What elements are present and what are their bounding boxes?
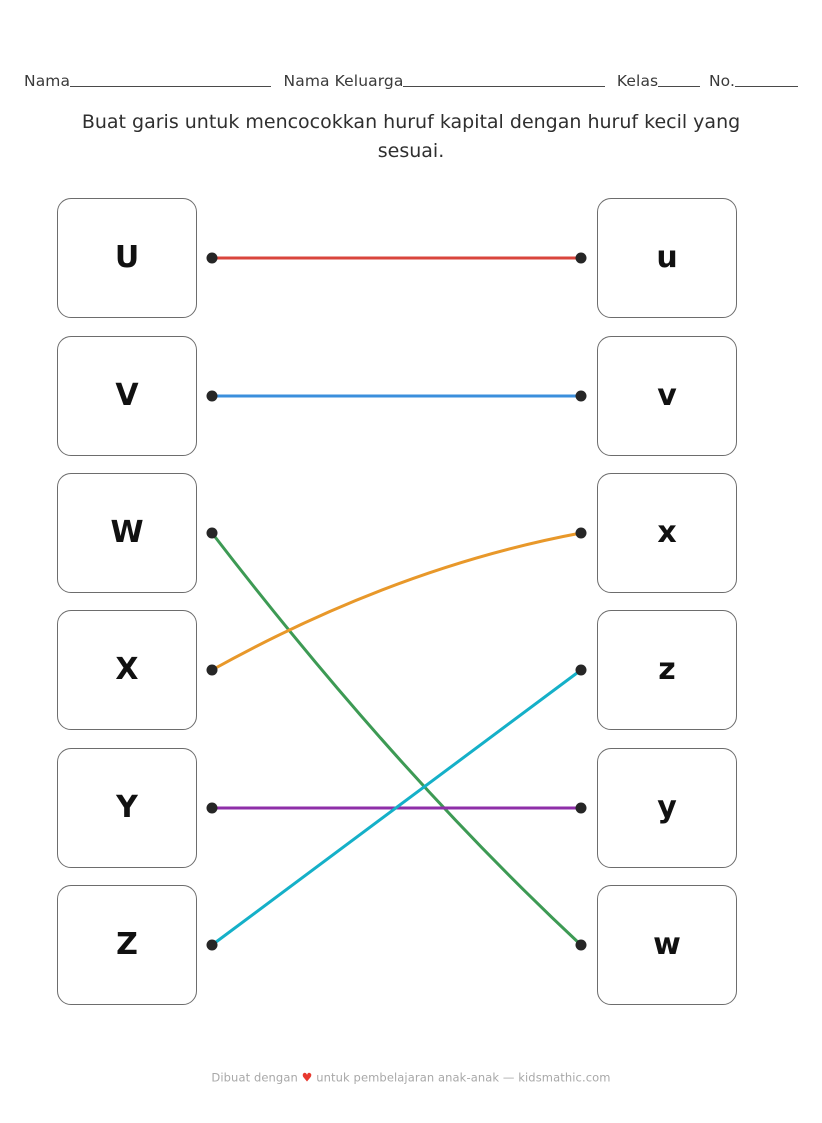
footer-prefix: Dibuat dengan [211, 1070, 298, 1085]
connector-dot-start-2[interactable] [206, 527, 218, 539]
connector-dot-end-3[interactable] [575, 527, 587, 539]
connector-dot-start-4[interactable] [206, 802, 218, 814]
footer-suffix: untuk pembelajaran anak-anak — kidsmathi… [316, 1070, 611, 1085]
kelas-label: Kelas [616, 71, 659, 90]
right-letter-2: x [657, 515, 677, 550]
nama-write-line[interactable] [70, 85, 272, 87]
no-write-line[interactable] [735, 85, 798, 87]
connector-dot-end-2[interactable] [575, 939, 587, 951]
right-letter-3: z [658, 652, 676, 687]
right-letter-box-5[interactable]: w [597, 885, 737, 1005]
right-letter-5: w [653, 927, 681, 962]
heart-icon: ♥ [301, 1070, 313, 1085]
left-letter-box-4[interactable]: Y [57, 748, 197, 868]
right-letter-0: u [656, 240, 678, 275]
no-label: No. [708, 71, 736, 90]
left-letter-box-5[interactable]: Z [57, 885, 197, 1005]
connector-line-z-to-z[interactable] [210, 668, 583, 947]
left-letter-5: Z [116, 927, 138, 962]
right-letter-box-3[interactable]: z [597, 610, 737, 730]
connector-dot-start-0[interactable] [206, 252, 218, 264]
connector-dot-end-5[interactable] [575, 664, 587, 676]
left-letter-3: X [115, 652, 139, 687]
right-letter-1: v [657, 378, 677, 413]
left-letter-box-3[interactable]: X [57, 610, 197, 730]
kelas-write-line[interactable] [658, 85, 701, 87]
right-letter-4: y [657, 790, 677, 825]
left-letter-box-1[interactable]: V [57, 336, 197, 456]
footer-credit: Dibuat dengan ♥ untuk pembelajaran anak-… [0, 1070, 822, 1085]
nama-keluarga-label: Nama Keluarga [283, 71, 404, 90]
connector-line-w-to-w[interactable] [210, 531, 583, 947]
connector-dot-start-1[interactable] [206, 390, 218, 402]
connector-dot-start-5[interactable] [206, 939, 218, 951]
connector-dot-end-0[interactable] [575, 252, 587, 264]
left-letter-0: U [114, 240, 140, 275]
right-letter-box-0[interactable]: u [597, 198, 737, 318]
connector-dot-end-4[interactable] [575, 802, 587, 814]
left-letter-1: V [115, 378, 139, 413]
left-letter-4: Y [116, 790, 138, 825]
nama-label: Nama [24, 71, 71, 90]
nama-keluarga-write-line[interactable] [403, 85, 605, 87]
connector-dot-start-3[interactable] [206, 664, 218, 676]
connector-line-x-to-x[interactable] [210, 531, 583, 672]
connector-dot-end-1[interactable] [575, 390, 587, 402]
left-letter-2: W [110, 515, 144, 550]
instruction-text: Buat garis untuk mencocokkan huruf kapit… [81, 111, 741, 163]
left-letter-box-0[interactable]: U [57, 198, 197, 318]
student-info-header: Nama Nama Keluarga Kelas No. [0, 62, 822, 90]
right-letter-box-1[interactable]: v [597, 336, 737, 456]
left-letter-box-2[interactable]: W [57, 473, 197, 593]
right-letter-box-2[interactable]: x [597, 473, 737, 593]
right-letter-box-4[interactable]: y [597, 748, 737, 868]
